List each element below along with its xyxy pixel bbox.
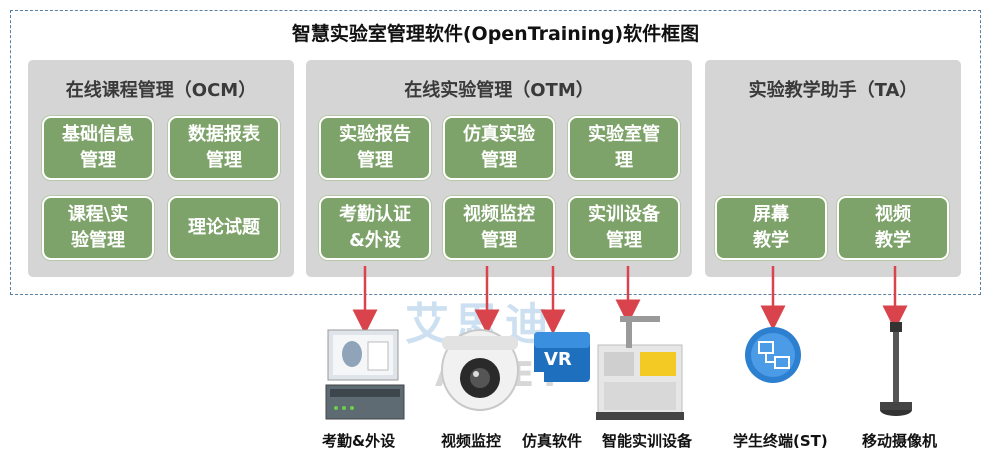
module-lab-management[interactable]: 实验室管 理 — [568, 116, 680, 180]
dome-camera-icon — [441, 329, 519, 411]
module-screen-teaching[interactable]: 屏幕 教学 — [715, 196, 827, 260]
framework-frame — [10, 10, 981, 295]
panel-title: 在线实验管理（OTM） — [404, 80, 594, 101]
panel-otm: 在线实验管理（OTM） 实验报告 管理 仿真实验 管理 实验室管 理 考勤认证 … — [306, 60, 692, 277]
module-theory-questions[interactable]: 理论试题 — [168, 196, 280, 260]
device-label-student-terminal: 学生终端(ST) — [733, 432, 828, 450]
module-data-report[interactable]: 数据报表 管理 — [168, 116, 280, 180]
module-training-equipment[interactable]: 实训设备 管理 — [568, 196, 680, 260]
module-experiment-report[interactable]: 实验报告 管理 — [319, 116, 431, 180]
panel-ta: 实验教学助手（TA） 屏幕 教学 视频 教学 — [705, 60, 961, 277]
panel-ocm: 在线课程管理（OCM） 基础信息 管理 数据报表 管理 课程\实 验管理 理论试… — [28, 60, 294, 277]
student-terminal-icon — [745, 327, 801, 383]
mobile-camera-icon — [880, 322, 912, 416]
vr-software-icon — [534, 332, 590, 382]
module-simulation-experiment[interactable]: 仿真实验 管理 — [443, 116, 555, 180]
device-label-video-monitor: 视频监控 — [441, 432, 502, 450]
panel-title: 实验教学助手（TA） — [748, 80, 918, 101]
device-label-mobile-camera: 移动摄像机 — [862, 432, 938, 450]
module-video-teaching[interactable]: 视频 教学 — [837, 196, 949, 260]
module-basic-info[interactable]: 基础信息 管理 — [42, 116, 154, 180]
panel-title: 在线课程管理（OCM） — [65, 80, 257, 101]
device-label-simulation: 仿真软件 — [522, 432, 583, 450]
diagram-title: 智慧实验室管理软件(OpenTraining)软件框图 — [291, 23, 700, 45]
module-video-monitoring[interactable]: 视频监控 管理 — [443, 196, 555, 260]
device-label-attendance: 考勤&外设 — [322, 432, 396, 450]
device-label-training-device: 智能实训设备 — [602, 432, 693, 450]
training-equipment-icon — [596, 316, 684, 420]
module-course-experiment[interactable]: 课程\实 验管理 — [42, 196, 154, 260]
attendance-device-icon — [325, 329, 405, 420]
module-attendance-peripherals[interactable]: 考勤认证 &外设 — [319, 196, 431, 260]
